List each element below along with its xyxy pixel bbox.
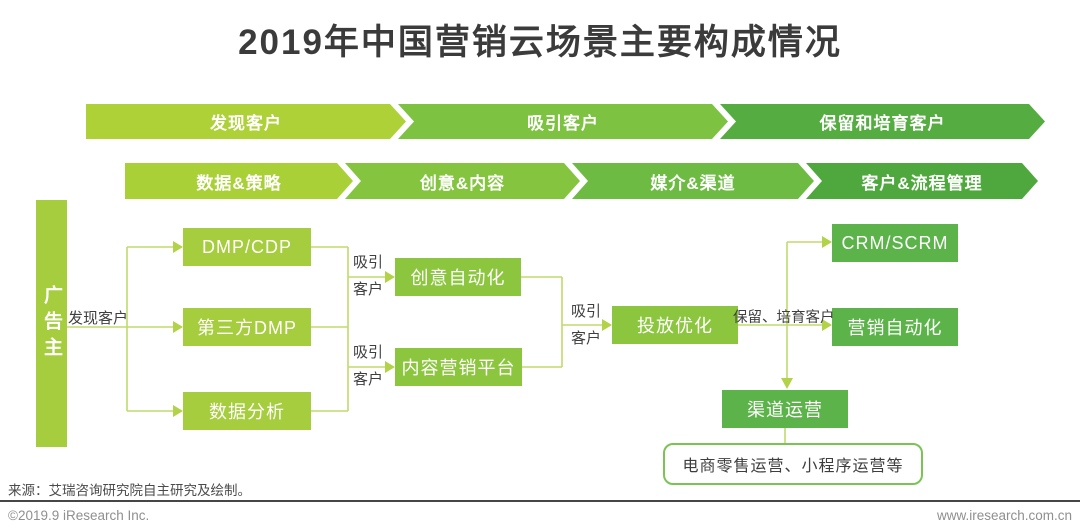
box-third-party-dmp: 第三方DMP <box>183 308 311 346</box>
box-marketing-automation: 营销自动化 <box>832 308 958 346</box>
website-link: www.iresearch.com.cn <box>936 508 1072 523</box>
box-creative-automation: 创意自动化 <box>395 258 521 296</box>
advertiser-bar: 广告主 <box>36 200 67 447</box>
box-data-analysis: 数据分析 <box>183 392 311 430</box>
stage-arrow-discover: 发现客户 <box>86 104 406 139</box>
edge-label-attract-customers-1: 吸引客户 <box>353 254 384 298</box>
footer-divider <box>0 500 1080 502</box>
category-arrow-data-label: 数据&策略 <box>196 173 282 193</box>
category-arrow-data: 数据&策略 <box>125 163 353 199</box>
page-title: 2019年中国营销云场景主要构成情况 <box>238 23 842 62</box>
category-arrow-creative: 创意&内容 <box>345 163 580 199</box>
edge-label-retain-nurture-customers: 保留、培育客户 <box>733 310 835 326</box>
edge-label-discover-customers: 发现客户 <box>68 310 129 327</box>
stage-arrow-discover-label: 发现客户 <box>210 114 282 133</box>
box-ecommerce-miniprogram-operations: 电商零售运营、小程序运营等 <box>663 443 923 485</box>
box-crm-scrm: CRM/SCRM <box>832 224 958 262</box>
box-channel-operations: 渠道运营 <box>722 390 848 428</box>
stage-arrow-attract-label: 吸引客户 <box>527 114 599 133</box>
stage-arrow-retain: 保留和培育客户 <box>720 104 1045 139</box>
stage-arrow-retain-label: 保留和培育客户 <box>819 114 946 133</box>
edge-label-attract-customers-3: 吸引客户 <box>571 303 602 347</box>
stage-arrow-attract: 吸引客户 <box>398 104 728 139</box>
category-arrow-customer-label: 客户&流程管理 <box>861 173 983 193</box>
box-ad-optimization: 投放优化 <box>612 306 738 344</box>
box-dmp-cdp: DMP/CDP <box>183 228 311 266</box>
category-arrow-media-label: 媒介&渠道 <box>650 173 736 193</box>
category-arrow-customer: 客户&流程管理 <box>806 163 1038 199</box>
edge-label-attract-customers-2: 吸引客户 <box>353 344 384 388</box>
copyright-text: ©2019.9 iResearch Inc. <box>8 508 150 523</box>
box-content-marketing-platform: 内容营销平台 <box>395 348 522 386</box>
source-note: 来源：艾瑞咨询研究院自主研究及绘制。 <box>8 483 251 498</box>
category-arrow-creative-label: 创意&内容 <box>419 173 506 193</box>
category-arrow-media: 媒介&渠道 <box>572 163 814 199</box>
